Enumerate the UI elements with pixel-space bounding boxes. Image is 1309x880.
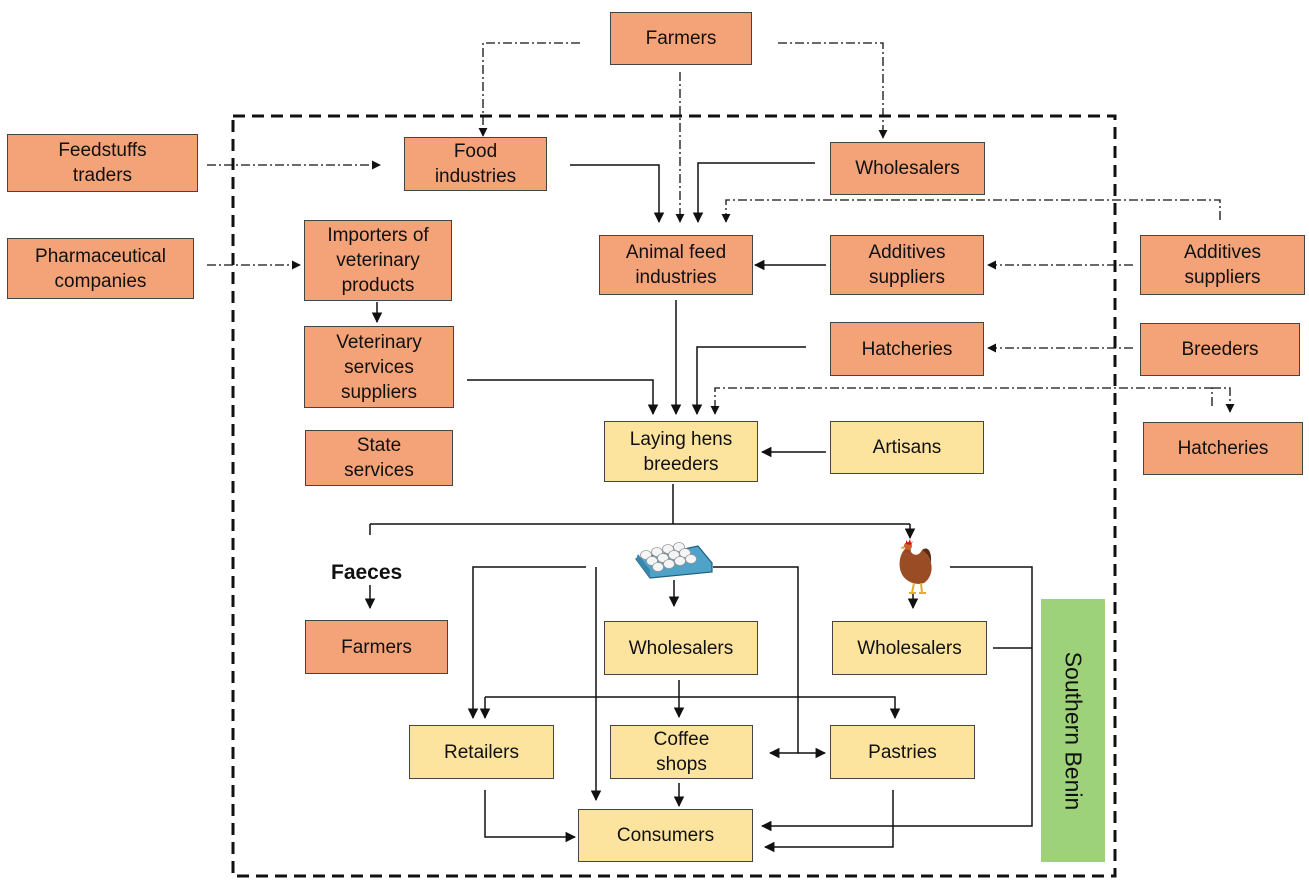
- wholesalers-hens-node: Wholesalers: [832, 621, 987, 675]
- southern-benin-boundary: [231, 114, 1117, 878]
- breeders-node: Breeders: [1140, 323, 1300, 376]
- southern-benin-region-label: Southern Benin: [1041, 599, 1105, 862]
- pastries-node: Pastries: [830, 725, 975, 779]
- additives-suppliers-outer-node: Additives suppliers: [1140, 235, 1305, 295]
- dashdot-flows: [207, 42, 1235, 415]
- faeces-label: Faeces: [331, 561, 403, 584]
- solid-flows: [364, 162, 1033, 853]
- hatcheries-outer-node: Hatcheries: [1143, 422, 1303, 475]
- additives-suppliers-inner-node: Additives suppliers: [830, 235, 984, 295]
- feedstuffs-traders-node: Feedstuffs traders: [7, 134, 198, 192]
- pharmaceutical-companies-node: Pharmaceutical companies: [7, 238, 194, 299]
- wholesalers-eggs-node: Wholesalers: [604, 621, 758, 675]
- hatcheries-inner-node: Hatcheries: [830, 322, 984, 376]
- coffee-shops-node: Coffee shops: [610, 725, 753, 779]
- hen-icon: [899, 539, 932, 594]
- laying-hens-breeders-node: Laying hens breeders: [604, 421, 758, 482]
- wholesalers-top-node: Wholesalers: [830, 142, 985, 195]
- state-services-node: State services: [305, 430, 453, 486]
- region-label-text: Southern Benin: [1060, 651, 1087, 810]
- egg-tray-icon: [634, 542, 713, 579]
- farmers-top-node: Farmers: [610, 12, 752, 65]
- artisans-node: Artisans: [830, 421, 984, 474]
- retailers-node: Retailers: [409, 725, 554, 779]
- veterinary-services-suppliers-node: Veterinary services suppliers: [304, 326, 454, 408]
- animal-feed-industries-node: Animal feed industries: [599, 235, 753, 295]
- importers-veterinary-node: Importers of veterinary products: [304, 220, 452, 301]
- farmers-bottom-node: Farmers: [305, 620, 448, 674]
- food-industries-node: Food industries: [404, 137, 547, 191]
- consumers-node: Consumers: [578, 809, 753, 862]
